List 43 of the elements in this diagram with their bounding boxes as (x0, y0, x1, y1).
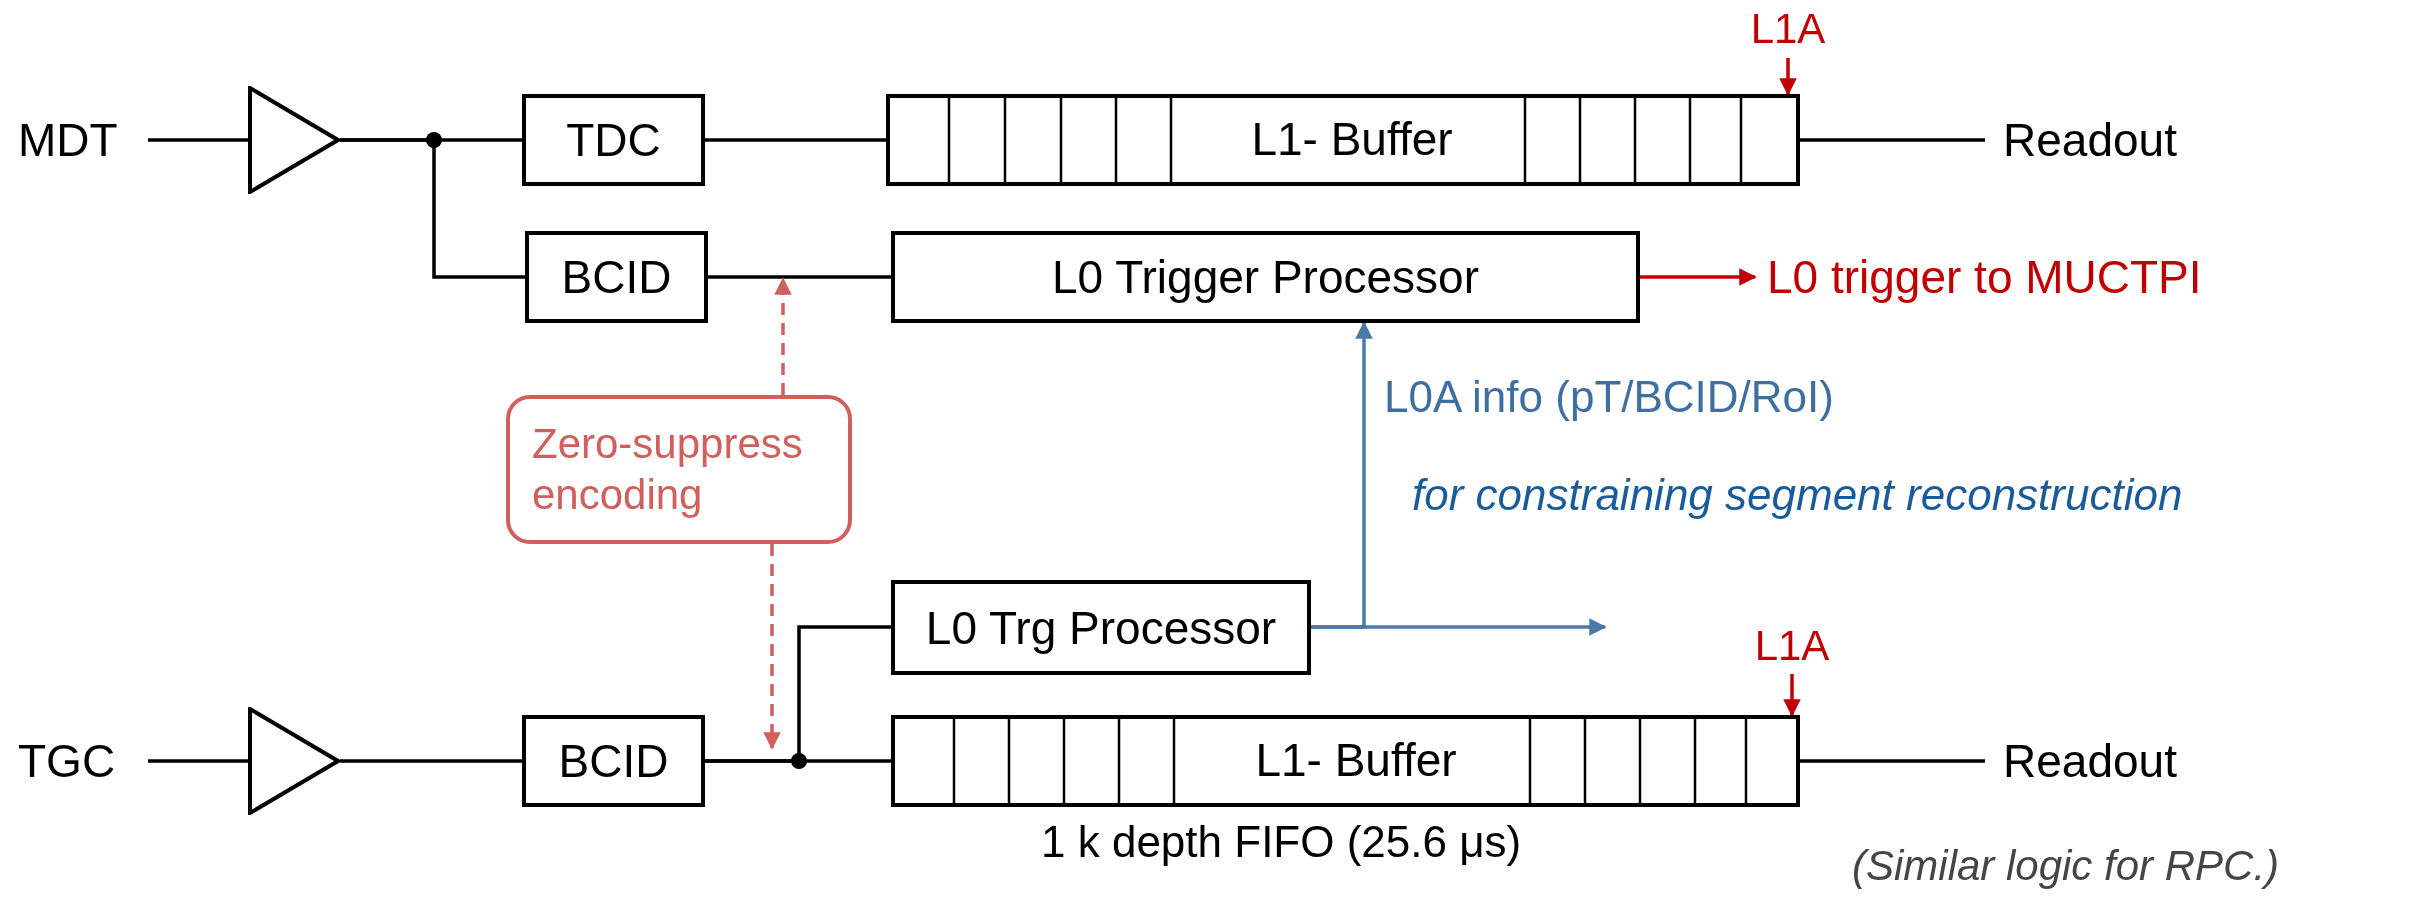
text-label: L0 trigger to MUCTPI (1755, 231, 2315, 323)
connector-line (148, 759, 248, 763)
connector-line (705, 625, 891, 763)
connector-line (148, 138, 248, 142)
dashed-arrow (763, 544, 781, 750)
buffer-label: L1- Buffer (1250, 112, 1454, 166)
signal-label: L1A (1748, 0, 1828, 58)
text-label: Readout (1985, 715, 2215, 807)
amplifier-symbol (248, 86, 340, 194)
arrow (1783, 674, 1801, 717)
connector-line (705, 138, 886, 142)
signal-label: L1A (1752, 618, 1832, 674)
process-box (525, 231, 708, 323)
block-label: BCID (561, 250, 672, 304)
connector-line (1800, 138, 1985, 142)
arrow (1779, 58, 1797, 96)
dashed-arrow (774, 277, 792, 395)
block-label: L0 Trg Processor (925, 600, 1277, 655)
buffer-caption: 1 k depth FIFO (25.6 μs) (1041, 817, 1522, 867)
connector-line (708, 275, 891, 279)
annotation-text: for constraining segment reconstruction (1412, 470, 2183, 520)
process-box (522, 94, 705, 186)
note-text: Zero-suppress encoding (532, 419, 804, 520)
process-box (891, 580, 1311, 675)
connector-line (340, 759, 522, 763)
process-box (522, 715, 705, 807)
block-label: L0 Trigger Processor (1052, 250, 1479, 304)
buffer-box (886, 94, 1800, 186)
text-label: MDT (18, 94, 148, 186)
note-text: (Similar logic for RPC.) (1852, 842, 2280, 890)
buffer-box (891, 715, 1800, 807)
process-box (891, 231, 1640, 323)
block-label: BCID (558, 734, 669, 788)
arrow (1311, 618, 1607, 636)
connector-line (1800, 759, 1985, 763)
text-label: Readout (1985, 94, 2215, 186)
connector-line (340, 138, 525, 279)
rounded-note-box (506, 395, 852, 544)
text-label: TGC (18, 715, 148, 807)
buffer-label: L1- Buffer (1254, 733, 1458, 787)
block-label: TDC (566, 113, 661, 167)
amplifier-symbol (248, 707, 340, 815)
arrow (1640, 268, 1757, 286)
